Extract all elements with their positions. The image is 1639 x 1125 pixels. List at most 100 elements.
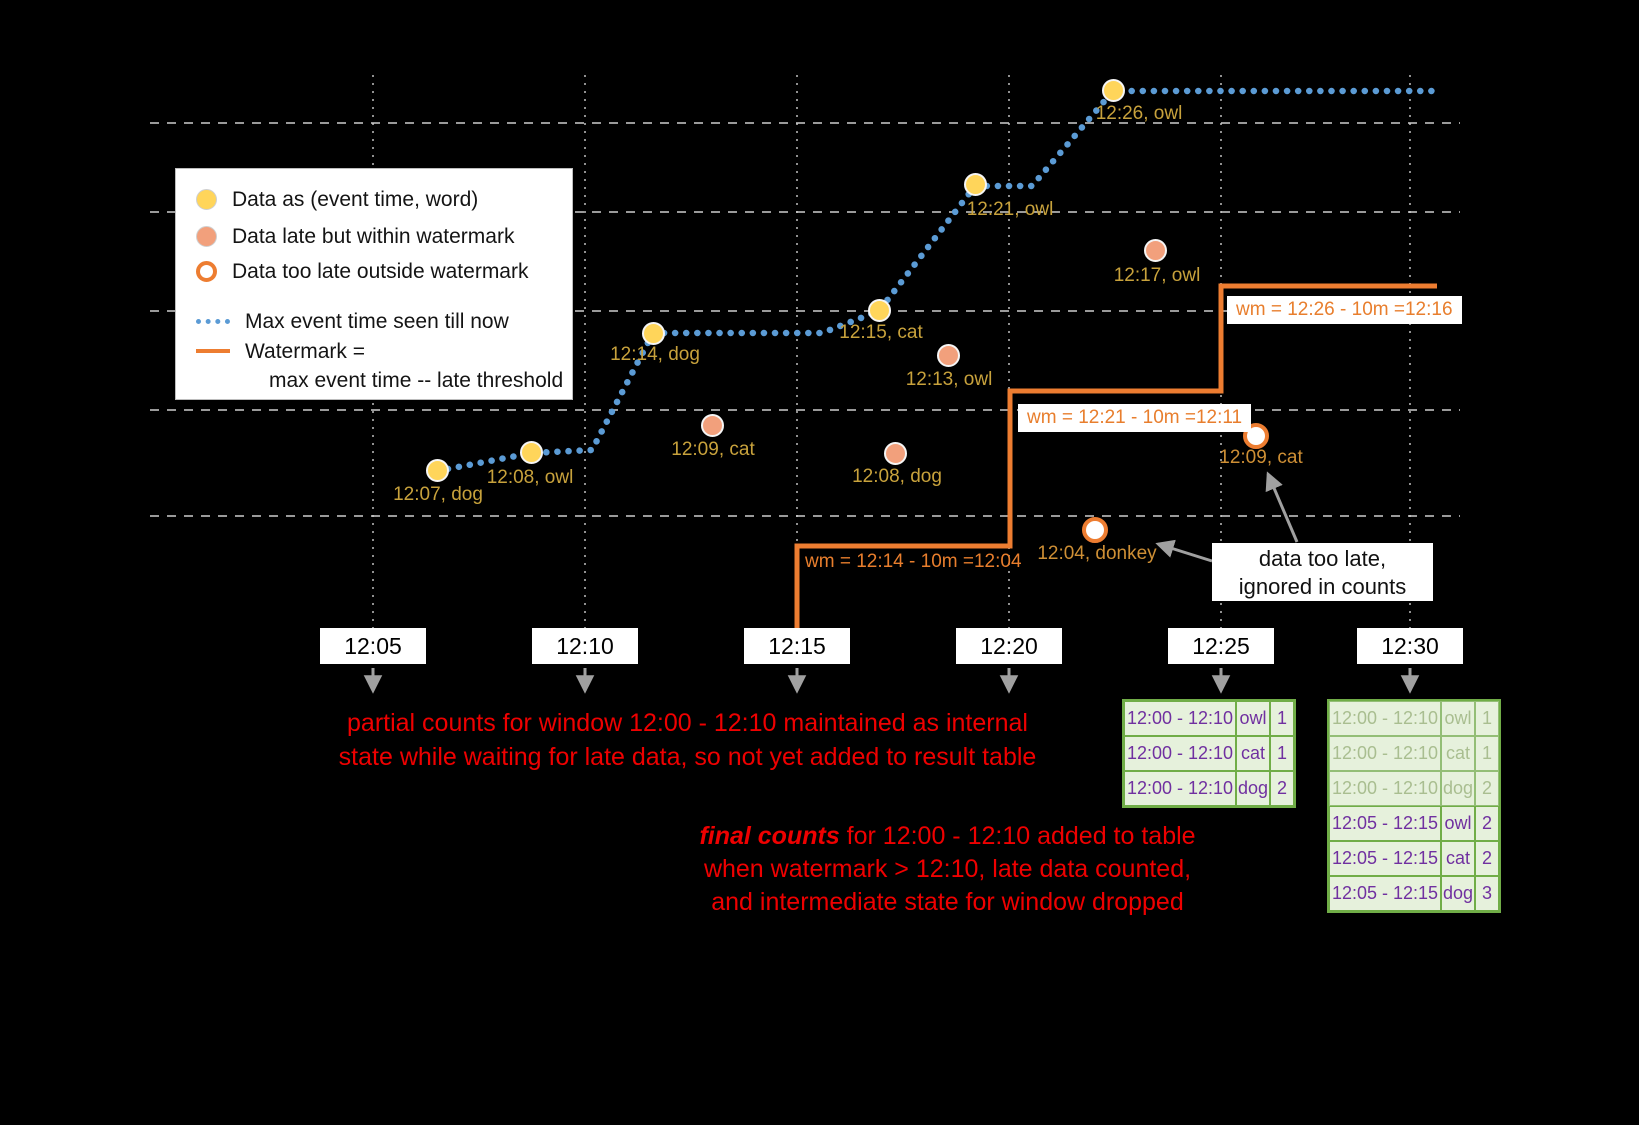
too-late-point-icon <box>196 261 217 282</box>
count-cell: 1 <box>1475 736 1499 771</box>
late-point-icon <box>196 226 217 247</box>
point-late <box>884 442 907 465</box>
time-arrows <box>363 668 1420 694</box>
max-event-time-line-icon <box>196 319 230 324</box>
too-late-callout: data too late, ignored in counts <box>1212 543 1433 601</box>
legend-row: Data as (event time, word) <box>196 185 478 214</box>
window-cell: 12:00 - 12:10 <box>1124 736 1236 771</box>
point-label: 12:07, dog <box>393 484 483 505</box>
watermark-label-2: wm = 12:21 - 10m =12:11 <box>1018 404 1252 432</box>
point-late <box>1144 239 1167 262</box>
window-cell: 12:05 - 12:15 <box>1329 876 1441 911</box>
watermark-line <box>794 283 1437 634</box>
word-cell: dog <box>1441 771 1475 806</box>
word-cell: owl <box>1441 701 1475 736</box>
legend: Data as (event time, word) Data late but… <box>175 168 573 400</box>
table-row: 12:00 - 12:10 dog 2 <box>1124 771 1294 806</box>
legend-label: Data as (event time, word) <box>232 188 479 211</box>
count-cell: 2 <box>1475 771 1499 806</box>
point-on-time <box>520 441 543 464</box>
word-cell: dog <box>1441 876 1475 911</box>
legend-label: Data too late outside watermark <box>232 260 529 283</box>
watermark-label-3: wm = 12:26 - 10m =12:16 <box>1227 296 1462 324</box>
time-tick-12-30: 12:30 <box>1357 628 1463 664</box>
point-label: 12:17, owl <box>1113 265 1201 286</box>
legend-watermark-line1: Watermark = <box>245 340 365 363</box>
legend-watermark-line2: max event time -- late threshold <box>269 369 564 392</box>
watermark-label-1: wm = 12:14 - 10m =12:04 <box>805 551 1022 572</box>
word-cell: cat <box>1441 736 1475 771</box>
window-cell: 12:00 - 12:10 <box>1124 701 1236 736</box>
word-cell: cat <box>1441 841 1475 876</box>
count-cell: 2 <box>1475 841 1499 876</box>
result-table-12-30: 12:00 - 12:10 owl 1 12:00 - 12:10 cat 1 … <box>1327 699 1501 913</box>
window-cell: 12:00 - 12:10 <box>1329 701 1441 736</box>
legend-row: Watermark = max event time -- late thres… <box>196 337 563 395</box>
table-row: 12:05 - 12:15 cat 2 <box>1329 841 1499 876</box>
point-on-time <box>426 459 449 482</box>
window-cell: 12:00 - 12:10 <box>1329 771 1441 806</box>
time-tick-12-10: 12:10 <box>532 628 638 664</box>
count-cell: 2 <box>1270 771 1294 806</box>
time-tick-12-15: 12:15 <box>744 628 850 664</box>
word-cell: cat <box>1236 736 1270 771</box>
window-cell: 12:00 - 12:10 <box>1124 771 1236 806</box>
legend-row: Data too late outside watermark <box>196 257 528 286</box>
table-row-dropped: 12:00 - 12:10 owl 1 <box>1329 701 1499 736</box>
point-label: 12:04, donkey <box>1037 543 1157 564</box>
partial-counts-note: partial counts for window 12:00 - 12:10 … <box>325 706 1050 774</box>
time-tick-12-20: 12:20 <box>956 628 1062 664</box>
table-row: 12:00 - 12:10 owl 1 <box>1124 701 1294 736</box>
watermark-line-icon <box>196 349 230 353</box>
legend-label: Data late but within watermark <box>232 225 515 248</box>
final-counts-line1-rest: for 12:00 - 12:10 added to table <box>839 822 1196 850</box>
point-on-time <box>642 322 665 345</box>
point-on-time <box>964 173 987 196</box>
final-counts-line2: when watermark > 12:10, late data counte… <box>703 855 1192 883</box>
final-counts-emphasis: final counts <box>699 822 840 850</box>
point-label: 12:14, dog <box>610 344 700 365</box>
point-label: 12:13, owl <box>905 369 993 390</box>
partial-counts-line1: partial counts for window 12:00 - 12:10 … <box>347 709 1028 737</box>
final-counts-line1: final counts for 12:00 - 12:10 added to … <box>640 820 1255 853</box>
count-cell: 3 <box>1475 876 1499 911</box>
max-event-time-line <box>433 87 1439 475</box>
table-row-dropped: 12:00 - 12:10 cat 1 <box>1329 736 1499 771</box>
time-tick-12-25: 12:25 <box>1168 628 1274 664</box>
window-cell: 12:05 - 12:15 <box>1329 806 1441 841</box>
final-counts-line3: and intermediate state for window droppe… <box>711 888 1184 916</box>
result-table-12-25: 12:00 - 12:10 owl 1 12:00 - 12:10 cat 1 … <box>1122 699 1296 808</box>
point-label: 12:08, owl <box>486 467 574 488</box>
point-label: 12:09, cat <box>671 439 755 460</box>
window-cell: 12:05 - 12:15 <box>1329 841 1441 876</box>
on-time-point-icon <box>196 189 217 210</box>
legend-label: Max event time seen till now <box>245 310 509 333</box>
partial-counts-line2: state while waiting for late data, so no… <box>338 743 1037 771</box>
point-label: 12:21, owl <box>966 199 1054 220</box>
count-cell: 1 <box>1270 736 1294 771</box>
table-row: 12:05 - 12:15 dog 3 <box>1329 876 1499 911</box>
word-cell: owl <box>1236 701 1270 736</box>
point-late <box>937 344 960 367</box>
count-cell: 1 <box>1475 701 1499 736</box>
final-counts-note: final counts for 12:00 - 12:10 added to … <box>640 820 1255 919</box>
point-late <box>701 414 724 437</box>
point-label: 12:08, dog <box>852 466 942 487</box>
count-cell: 2 <box>1475 806 1499 841</box>
point-label: 12:09, cat <box>1219 447 1303 468</box>
table-row-dropped: 12:00 - 12:10 dog 2 <box>1329 771 1499 806</box>
time-tick-12-05: 12:05 <box>320 628 426 664</box>
point-on-time <box>868 299 891 322</box>
point-too-late <box>1082 517 1108 543</box>
window-cell: 12:00 - 12:10 <box>1329 736 1441 771</box>
legend-row: Max event time seen till now <box>196 307 509 336</box>
too-late-callout-line1: data too late, <box>1258 546 1387 571</box>
table-row: 12:05 - 12:15 owl 2 <box>1329 806 1499 841</box>
word-cell: owl <box>1441 806 1475 841</box>
count-cell: 1 <box>1270 701 1294 736</box>
point-on-time <box>1102 79 1125 102</box>
too-late-callout-arrows <box>1155 471 1299 563</box>
point-label: 12:26, owl <box>1095 103 1183 124</box>
